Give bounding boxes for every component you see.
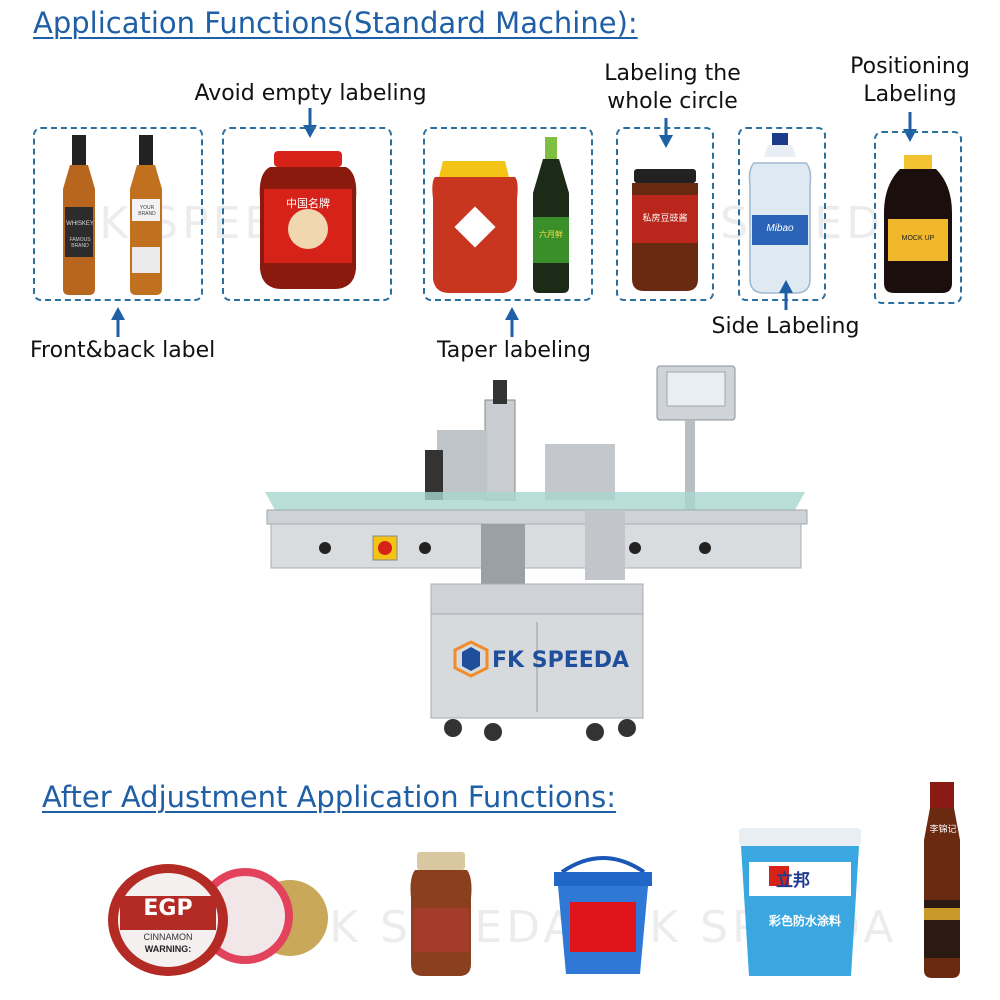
paint-label-text: 彩色防水涂料 [768, 914, 841, 928]
arrow-up-icon [779, 280, 793, 310]
arrow-down-icon [659, 118, 673, 148]
heading-standard: Application Functions(Standard Machine): [33, 6, 638, 40]
arrow-up-icon [111, 307, 125, 337]
machine-logo-text: FK SPEEDA [492, 648, 630, 673]
snus-flavor-text: CINNAMON [143, 932, 193, 942]
arrow-up-icon [505, 307, 519, 337]
snus-warning-text: WARNING: [144, 944, 192, 954]
green-bottle-label-text: 六月鲜 [539, 230, 563, 239]
paint-brand-text: 立邦 [776, 871, 810, 890]
water-label-text: Mibao [766, 223, 794, 234]
oil-brand-text: 李锦记 [929, 824, 957, 834]
paint-bucket-image [739, 828, 861, 976]
whiskey-brand-text: FAMOUS BRAND [69, 237, 91, 249]
blue-bucket-image [554, 856, 652, 974]
box-front-back: WHISKEY FAMOUS BRAND YOUR BRAND [33, 127, 203, 301]
label-side: Side Labeling [711, 314, 860, 339]
box-avoid-empty: 中国名牌 [222, 127, 392, 301]
soy-label-text: MOCK UP [901, 235, 935, 242]
whiskey-bottles-image [63, 135, 162, 295]
box-positioning: MOCK UP [874, 131, 962, 304]
whiskey-back-label-text: YOUR BRAND [138, 205, 156, 217]
label-taper: Taper labeling [436, 338, 592, 363]
sesame-oil-bottle-image [924, 782, 960, 978]
jam-jar-image [410, 852, 472, 976]
box-taper: 六月鲜 [423, 127, 593, 301]
label-front-back: Front&back label [30, 338, 216, 363]
taper-containers-image [432, 137, 569, 293]
box-whole-circle: 私房豆豉酱 [616, 127, 714, 301]
labeling-machine-image [265, 365, 808, 741]
label-positioning-line2: Labeling [863, 82, 957, 107]
label-whole-circle-line1: Labeling the [604, 61, 741, 86]
water-bottle-image [748, 133, 812, 294]
label-whole-circle: Labeling the whole circle [590, 60, 755, 116]
label-positioning-line1: Positioning [850, 54, 970, 79]
label-whole-circle-line2: whole circle [607, 89, 738, 114]
snus-brand-text: EGP [143, 896, 193, 921]
jar-label-text: 中国名牌 [286, 198, 330, 210]
label-positioning: Positioning Labeling [840, 53, 980, 109]
sauce-jar-image [632, 169, 698, 291]
heading-adjustment: After Adjustment Application Functions: [42, 780, 617, 814]
whiskey-label-text: WHISKEY [66, 221, 94, 227]
snus-tins-image [108, 864, 328, 976]
box-side: Mibao [738, 127, 826, 301]
label-avoid-empty: Avoid empty labeling [194, 81, 427, 106]
soy-bottle-image [884, 155, 952, 293]
chili-jar-image [259, 151, 357, 289]
sauce-jar-label-text: 私房豆豉酱 [642, 213, 688, 223]
